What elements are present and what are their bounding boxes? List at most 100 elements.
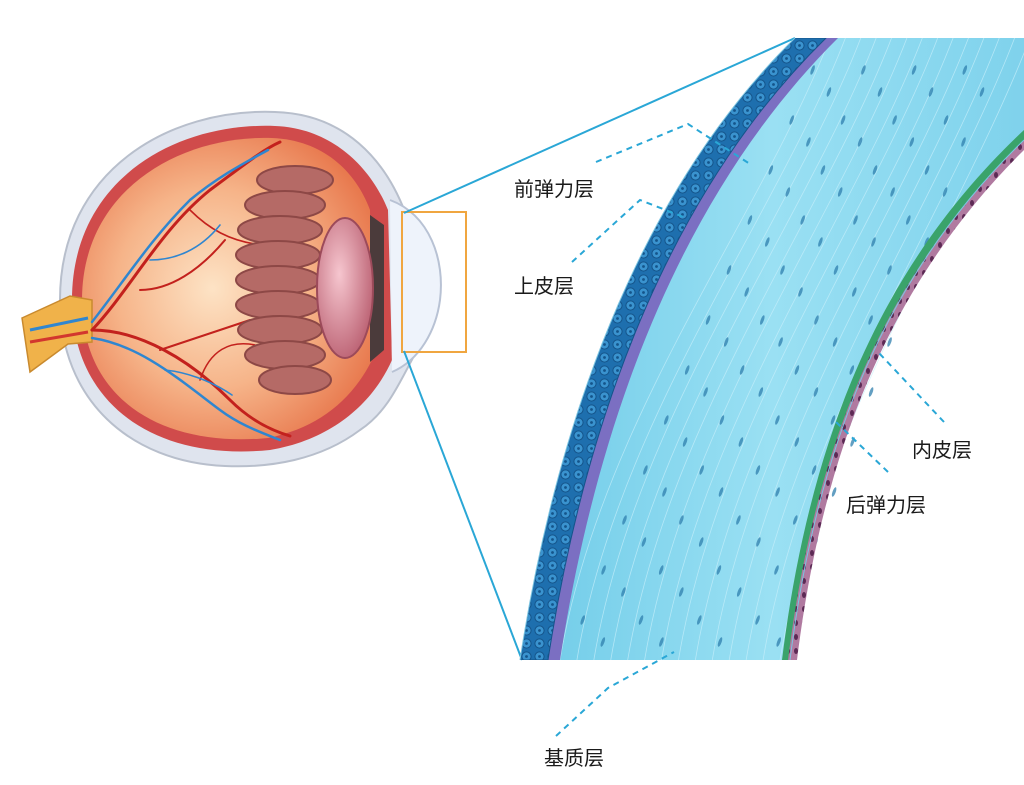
stroma-keratocyte xyxy=(849,365,855,375)
leader-stroma xyxy=(555,651,675,737)
stroma-keratocyte xyxy=(659,637,664,647)
stroma-keratocyte xyxy=(736,587,742,597)
stroma-keratocyte xyxy=(806,137,811,147)
stroma-keratocyte xyxy=(798,287,803,297)
stroma-keratocyte xyxy=(682,437,688,447)
stroma-fiber-line xyxy=(644,38,908,660)
stroma-keratocyte xyxy=(716,565,722,575)
stroma-keratocyte xyxy=(747,215,753,225)
stroma-keratocyte xyxy=(831,487,837,497)
leader-epithelium xyxy=(571,198,687,263)
label-epithelium-layer: 上皮层 xyxy=(514,274,574,298)
leader-lines xyxy=(555,122,945,737)
stroma-keratocyte xyxy=(868,315,873,325)
stroma-keratocyte xyxy=(928,87,934,97)
stroma-keratocyte xyxy=(726,265,732,275)
iris xyxy=(370,215,384,362)
stroma-fiber-line xyxy=(678,38,939,660)
stroma-keratocyte xyxy=(699,465,704,475)
stroma-keratocyte xyxy=(942,187,948,197)
stroma-keratocyte xyxy=(736,515,741,525)
stroma-fiber-line xyxy=(728,38,985,660)
stroma-keratocyte xyxy=(861,65,866,75)
stroma-keratocyte xyxy=(775,487,780,497)
stroma-keratocyte xyxy=(662,487,667,497)
stroma-keratocyte xyxy=(872,165,878,175)
stroma-keratocyte xyxy=(887,265,892,275)
stroma-keratocyte xyxy=(717,637,723,647)
stroma-keratocyte xyxy=(774,565,779,575)
stroma-fiber-line xyxy=(610,38,877,660)
stroma-keratocyte xyxy=(780,265,785,275)
zoom-line-top xyxy=(403,37,796,214)
stroma-keratocyte xyxy=(755,615,760,625)
stroma-keratocyte xyxy=(793,515,798,525)
stroma-fibers xyxy=(559,38,1024,660)
stroma-keratocyte xyxy=(818,237,823,247)
stroma-keratocyte xyxy=(811,465,817,475)
stroma-keratocyte xyxy=(810,65,815,75)
stroma-fiber-line xyxy=(694,38,954,660)
stroma-keratocyte xyxy=(622,515,627,525)
stroma-keratocyte xyxy=(719,415,725,425)
stroma-keratocyte xyxy=(739,365,745,375)
stroma-keratocyte xyxy=(679,587,684,597)
stroma-keratocyte xyxy=(601,565,606,575)
stroma-fiber-line xyxy=(627,38,892,660)
stroma-keratocyte xyxy=(887,337,892,347)
stroma-keratocyte xyxy=(698,537,704,547)
stroma-keratocyte xyxy=(600,637,606,647)
stroma-keratocyte xyxy=(718,487,724,497)
stroma-keratocyte xyxy=(758,387,764,397)
retinal-vessels xyxy=(90,140,292,442)
stroma-keratocyte xyxy=(826,87,832,97)
stroma-keratocyte xyxy=(785,187,791,197)
stroma-keratocyte xyxy=(890,187,895,197)
stroma-layer xyxy=(520,38,1024,660)
stroma-keratocyte xyxy=(911,65,917,75)
stroma-keratocyte xyxy=(664,415,669,425)
stroma-keratocyte xyxy=(853,215,858,225)
stroma-keratocyte xyxy=(580,615,585,625)
stroma-keratocyte xyxy=(697,615,702,625)
stroma-keratocyte xyxy=(909,137,915,147)
ciliary-body xyxy=(235,165,334,395)
stroma-keratocyte xyxy=(832,337,838,347)
label-anterior-elastic-layer: 前弹力层 xyxy=(514,177,594,201)
stroma-keratocyte xyxy=(756,537,761,547)
stroma-keratocyte xyxy=(658,565,664,575)
stroma-keratocyte xyxy=(800,215,805,225)
stroma-keratocyte xyxy=(638,615,644,625)
stroma-keratocyte xyxy=(837,187,843,197)
stroma-keratocyte xyxy=(744,287,749,297)
stroma-keratocyte xyxy=(852,287,857,297)
stroma-keratocyte xyxy=(877,87,883,97)
leader-anterior-elastic xyxy=(595,122,751,165)
stroma-keratocyte xyxy=(621,587,626,597)
stroma-fiber-line xyxy=(576,38,846,660)
stroma-keratocyte xyxy=(794,365,800,375)
stroma-keratocyte xyxy=(830,415,836,425)
stroma-keratocyte xyxy=(820,165,826,175)
cornea-dome xyxy=(389,199,442,373)
stroma-fiber-line xyxy=(593,38,862,660)
stroma-keratocyte xyxy=(765,237,770,247)
stroma-keratocyte xyxy=(643,465,648,475)
stroma-keratocyte xyxy=(723,337,729,347)
stroma-keratocyte xyxy=(679,515,684,525)
stroma-keratocyte xyxy=(760,315,765,325)
label-stroma-layer: 基质层 xyxy=(544,746,604,770)
stroma-keratocyte xyxy=(962,65,968,75)
stroma-keratocyte xyxy=(775,415,780,425)
stroma-keratocyte xyxy=(868,387,874,397)
leader-posterior-elastic xyxy=(835,421,889,473)
stroma-keratocyte xyxy=(778,337,783,347)
stroma-keratocyte xyxy=(924,165,930,175)
stroma-keratocyte xyxy=(813,387,819,397)
stroma-keratocyte xyxy=(857,137,863,147)
lens xyxy=(316,217,374,359)
stroma-keratocyte xyxy=(961,137,966,147)
stroma-keratocyte xyxy=(833,265,839,275)
stroma-fiber-line xyxy=(559,38,831,660)
